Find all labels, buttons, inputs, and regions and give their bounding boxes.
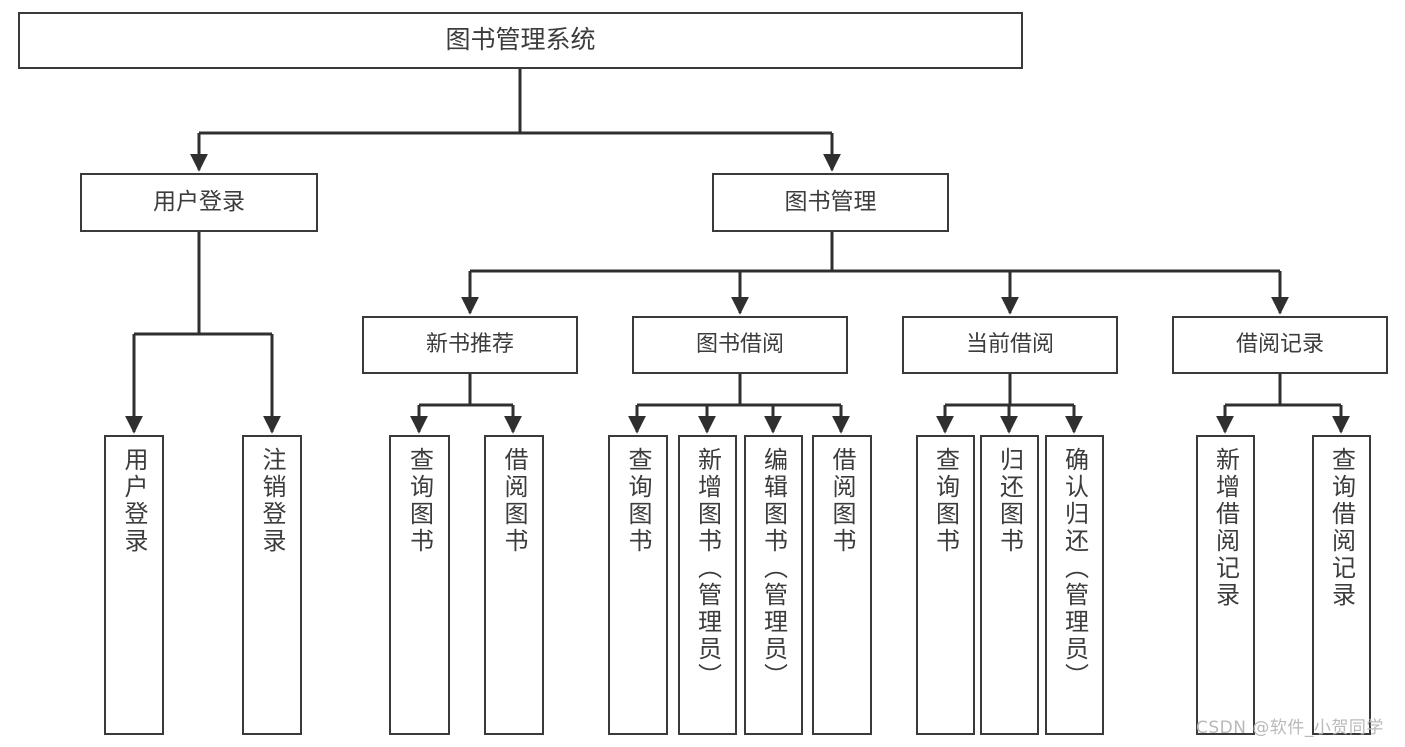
- leaf-query-book-newbook[interactable]: 查询图书: [389, 435, 450, 735]
- node-root-label: 图书管理系统: [445, 25, 596, 55]
- node-book-borrow[interactable]: 图书借阅: [632, 316, 848, 374]
- node-book-management[interactable]: 图书管理: [712, 173, 949, 232]
- node-current-borrow-label: 当前借阅: [965, 332, 1054, 358]
- leaf-label: 归还图书: [995, 447, 1024, 555]
- node-user-login[interactable]: 用户登录: [80, 173, 318, 232]
- node-new-book-recommend[interactable]: 新书推荐: [362, 316, 578, 374]
- csdn-watermark: CSDN @软件_小贺同学: [1196, 718, 1384, 738]
- node-current-borrow[interactable]: 当前借阅: [902, 316, 1118, 374]
- leaf-label: 注销登录: [258, 447, 286, 555]
- node-book-borrow-label: 图书借阅: [695, 332, 784, 358]
- leaf-label: 借阅图书: [500, 447, 528, 555]
- leaf-return-book[interactable]: 归还图书: [980, 435, 1039, 735]
- leaf-label: 用户登录: [120, 447, 148, 555]
- leaf-add-book-admin[interactable]: 新增图书（管理员）: [678, 435, 737, 735]
- node-borrow-record[interactable]: 借阅记录: [1172, 316, 1388, 374]
- leaf-query-borrow-record[interactable]: 查询借阅记录: [1312, 435, 1371, 735]
- node-user-login-label: 用户登录: [153, 189, 245, 216]
- node-root[interactable]: 图书管理系统: [18, 12, 1023, 69]
- leaf-label: 借阅图书: [828, 447, 856, 555]
- leaf-label: 查询图书: [405, 447, 434, 555]
- leaf-label: 编辑图书（管理员）: [759, 447, 788, 690]
- leaf-confirm-return-admin[interactable]: 确认归还（管理员）: [1045, 435, 1104, 735]
- leaf-borrow-book[interactable]: 借阅图书: [812, 435, 872, 735]
- leaf-query-book-current[interactable]: 查询图书: [916, 435, 975, 735]
- leaf-label: 确认归还（管理员）: [1060, 447, 1089, 690]
- leaf-query-book-borrow[interactable]: 查询图书: [608, 435, 668, 735]
- leaf-add-borrow-record[interactable]: 新增借阅记录: [1196, 435, 1255, 735]
- leaf-edit-book-admin[interactable]: 编辑图书（管理员）: [744, 435, 803, 735]
- leaf-user-login[interactable]: 用户登录: [104, 435, 164, 735]
- leaf-label: 新增图书（管理员）: [693, 447, 722, 690]
- leaf-borrow-book-newbook[interactable]: 借阅图书: [484, 435, 544, 735]
- leaf-label: 查询图书: [624, 447, 652, 555]
- node-borrow-record-label: 借阅记录: [1235, 332, 1324, 358]
- leaf-logout[interactable]: 注销登录: [242, 435, 302, 735]
- leaf-label: 查询借阅记录: [1327, 447, 1356, 609]
- leaf-label: 新增借阅记录: [1211, 447, 1240, 609]
- node-book-management-label: 图书管理: [784, 189, 877, 216]
- leaf-label: 查询图书: [931, 447, 960, 555]
- node-new-book-recommend-label: 新书推荐: [425, 332, 514, 358]
